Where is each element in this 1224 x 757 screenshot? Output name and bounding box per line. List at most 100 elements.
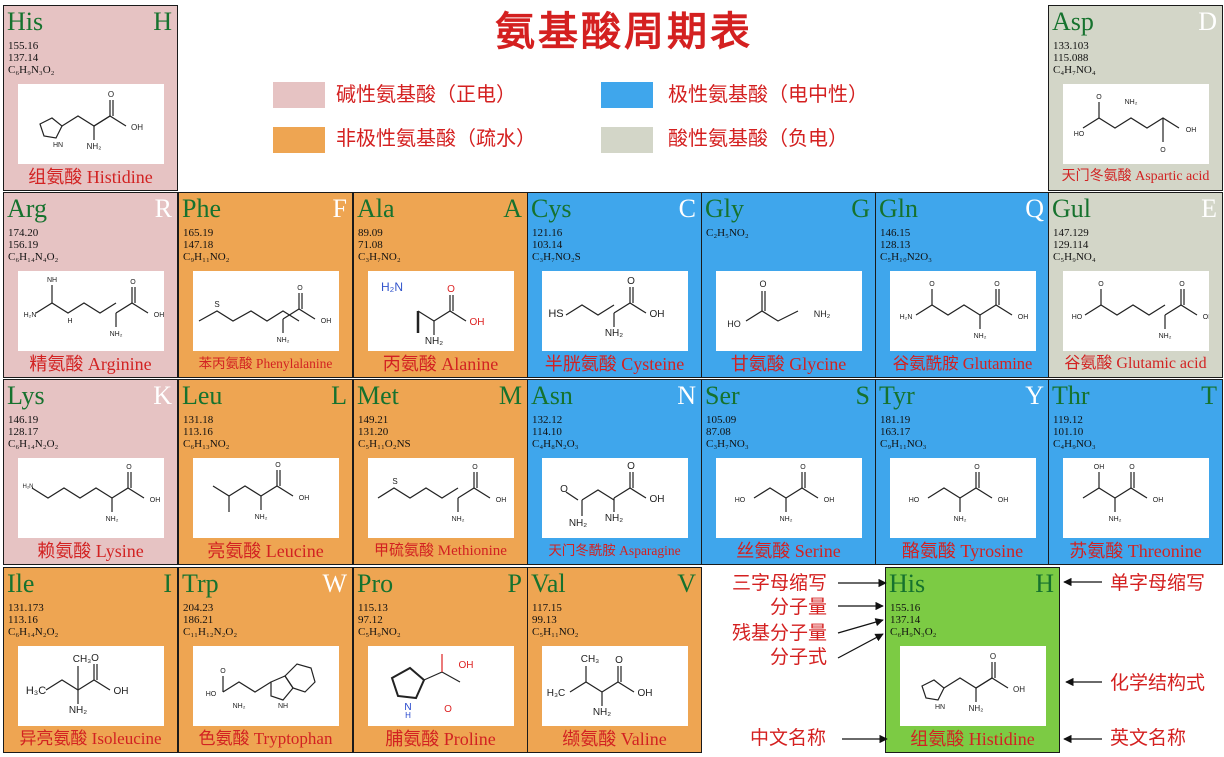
one-letter-code: S [855, 381, 870, 410]
svg-text:OH: OH [1185, 127, 1196, 134]
svg-text:O: O [107, 90, 113, 99]
svg-text:HN: HN [934, 704, 944, 711]
svg-text:CH₃: CH₃ [72, 654, 91, 665]
molecular-weight: 115.13 [358, 602, 388, 614]
example-formula: C₆H₉N₃O₂ [890, 626, 937, 638]
molecular-formula: C₂H₅NO₂ [706, 227, 749, 239]
svg-text:O: O [994, 281, 1000, 288]
molecular-formula: C₄H₇NO₄ [1053, 64, 1096, 76]
one-letter-code: H [153, 7, 172, 36]
one-letter-code: K [153, 381, 172, 410]
example-numbers: 155.16 137.14 C₆H₉N₃O₂ [890, 602, 937, 638]
svg-text:OH: OH [495, 497, 506, 504]
glutamate-structure: OHOOOHNH₂ [1062, 271, 1209, 351]
three-letter-code: Lys [7, 381, 45, 410]
three-letter-code: Pro [357, 569, 394, 598]
three-letter-code: Phe [182, 194, 221, 223]
one-letter-code: T [1201, 381, 1217, 410]
amino-acid-name: 酪氨酸 Tyrosine [901, 541, 1024, 561]
residue-weight: 156.19 [8, 239, 39, 251]
three-letter-code: Asp [1052, 7, 1094, 36]
svg-text:H₃C: H₃C [546, 688, 565, 699]
amino-acid-name: 谷氨酸 Glutamic acid [1064, 355, 1207, 372]
one-letter-code: Q [1025, 194, 1044, 223]
amino-acid-name: 苯丙氨酸 Phenylalanine [198, 356, 333, 371]
svg-text:NH₂: NH₂ [105, 516, 118, 523]
molecular-weight: 133.103 [1053, 40, 1089, 52]
svg-text:O: O [800, 464, 806, 471]
svg-text:NH₂: NH₂ [568, 518, 586, 529]
legend-label-polar: 极性氨基酸（电中性） [668, 82, 868, 106]
legend-swatch-basic [273, 82, 325, 108]
arrow-residue-weight [837, 618, 884, 634]
one-letter-code: F [332, 194, 347, 223]
residue-weight: 99.13 [532, 614, 557, 626]
one-letter-code: M [498, 381, 522, 410]
one-letter-code: D [1198, 7, 1217, 36]
svg-text:OH: OH [649, 309, 664, 320]
one-letter-code: N [677, 381, 696, 410]
example-mw: 155.16 [890, 602, 921, 614]
svg-text:NH: NH [277, 703, 287, 710]
svg-text:NH₂: NH₂ [779, 516, 792, 523]
legend-swatch-acidic [601, 127, 653, 153]
svg-text:O: O [1179, 281, 1185, 288]
svg-text:CH₃: CH₃ [580, 654, 599, 665]
molecular-weight: 117.15 [532, 602, 562, 614]
svg-text:OH: OH [458, 660, 473, 671]
one-letter-code: C [678, 194, 696, 223]
svg-text:O: O [560, 484, 568, 495]
molecular-formula: C₉H₁₁NO₂ [183, 251, 230, 263]
svg-text:H₂N: H₂N [23, 312, 36, 319]
svg-text:H₂N: H₂N [381, 280, 403, 294]
svg-text:H: H [67, 318, 72, 325]
amino-acid-name: 精氨酸 Arginine [29, 354, 152, 374]
annotation-residue-weight: 残基分子量 [732, 622, 828, 644]
svg-text:H₂N: H₂N [899, 314, 912, 321]
svg-text:OH: OH [1093, 464, 1104, 471]
annotation-one-letter: 单字母缩写 [1110, 572, 1206, 594]
svg-text:S: S [214, 300, 219, 309]
molecular-weight: 165.19 [183, 227, 214, 239]
svg-text:HO: HO [734, 497, 745, 504]
molecular-weight: 105.09 [706, 414, 737, 426]
svg-text:H₂N: H₂N [22, 484, 33, 490]
svg-text:NH₂: NH₂ [592, 707, 610, 718]
molecular-formula: C₆H₉N₃O₂ [8, 64, 55, 76]
amino-acid-name: 甲硫氨酸 Methionine [374, 543, 507, 559]
svg-text:HO: HO [1073, 131, 1084, 138]
svg-text:O: O [627, 461, 635, 472]
svg-text:OH: OH [153, 312, 163, 319]
svg-text:NH₂: NH₂ [953, 516, 966, 523]
molecular-formula: C₃H₇NO₃ [706, 438, 749, 450]
molecular-weight: 155.16 [8, 40, 39, 52]
svg-text:NH₂: NH₂ [604, 513, 622, 524]
annotation-three-letter: 三字母缩写 [732, 572, 828, 594]
molecular-formula: C₁₁H₁₂N₂O₂ [183, 626, 238, 638]
residue-weight: 115.088 [1053, 52, 1089, 64]
svg-text:HO: HO [727, 319, 741, 329]
molecular-weight: 204.23 [183, 602, 214, 614]
svg-text:S: S [392, 477, 397, 486]
one-letter-code: V [677, 569, 696, 598]
page-title: 氨基酸周期表 [495, 8, 753, 55]
one-letter-code: W [322, 569, 347, 598]
residue-weight: 186.21 [183, 614, 214, 626]
